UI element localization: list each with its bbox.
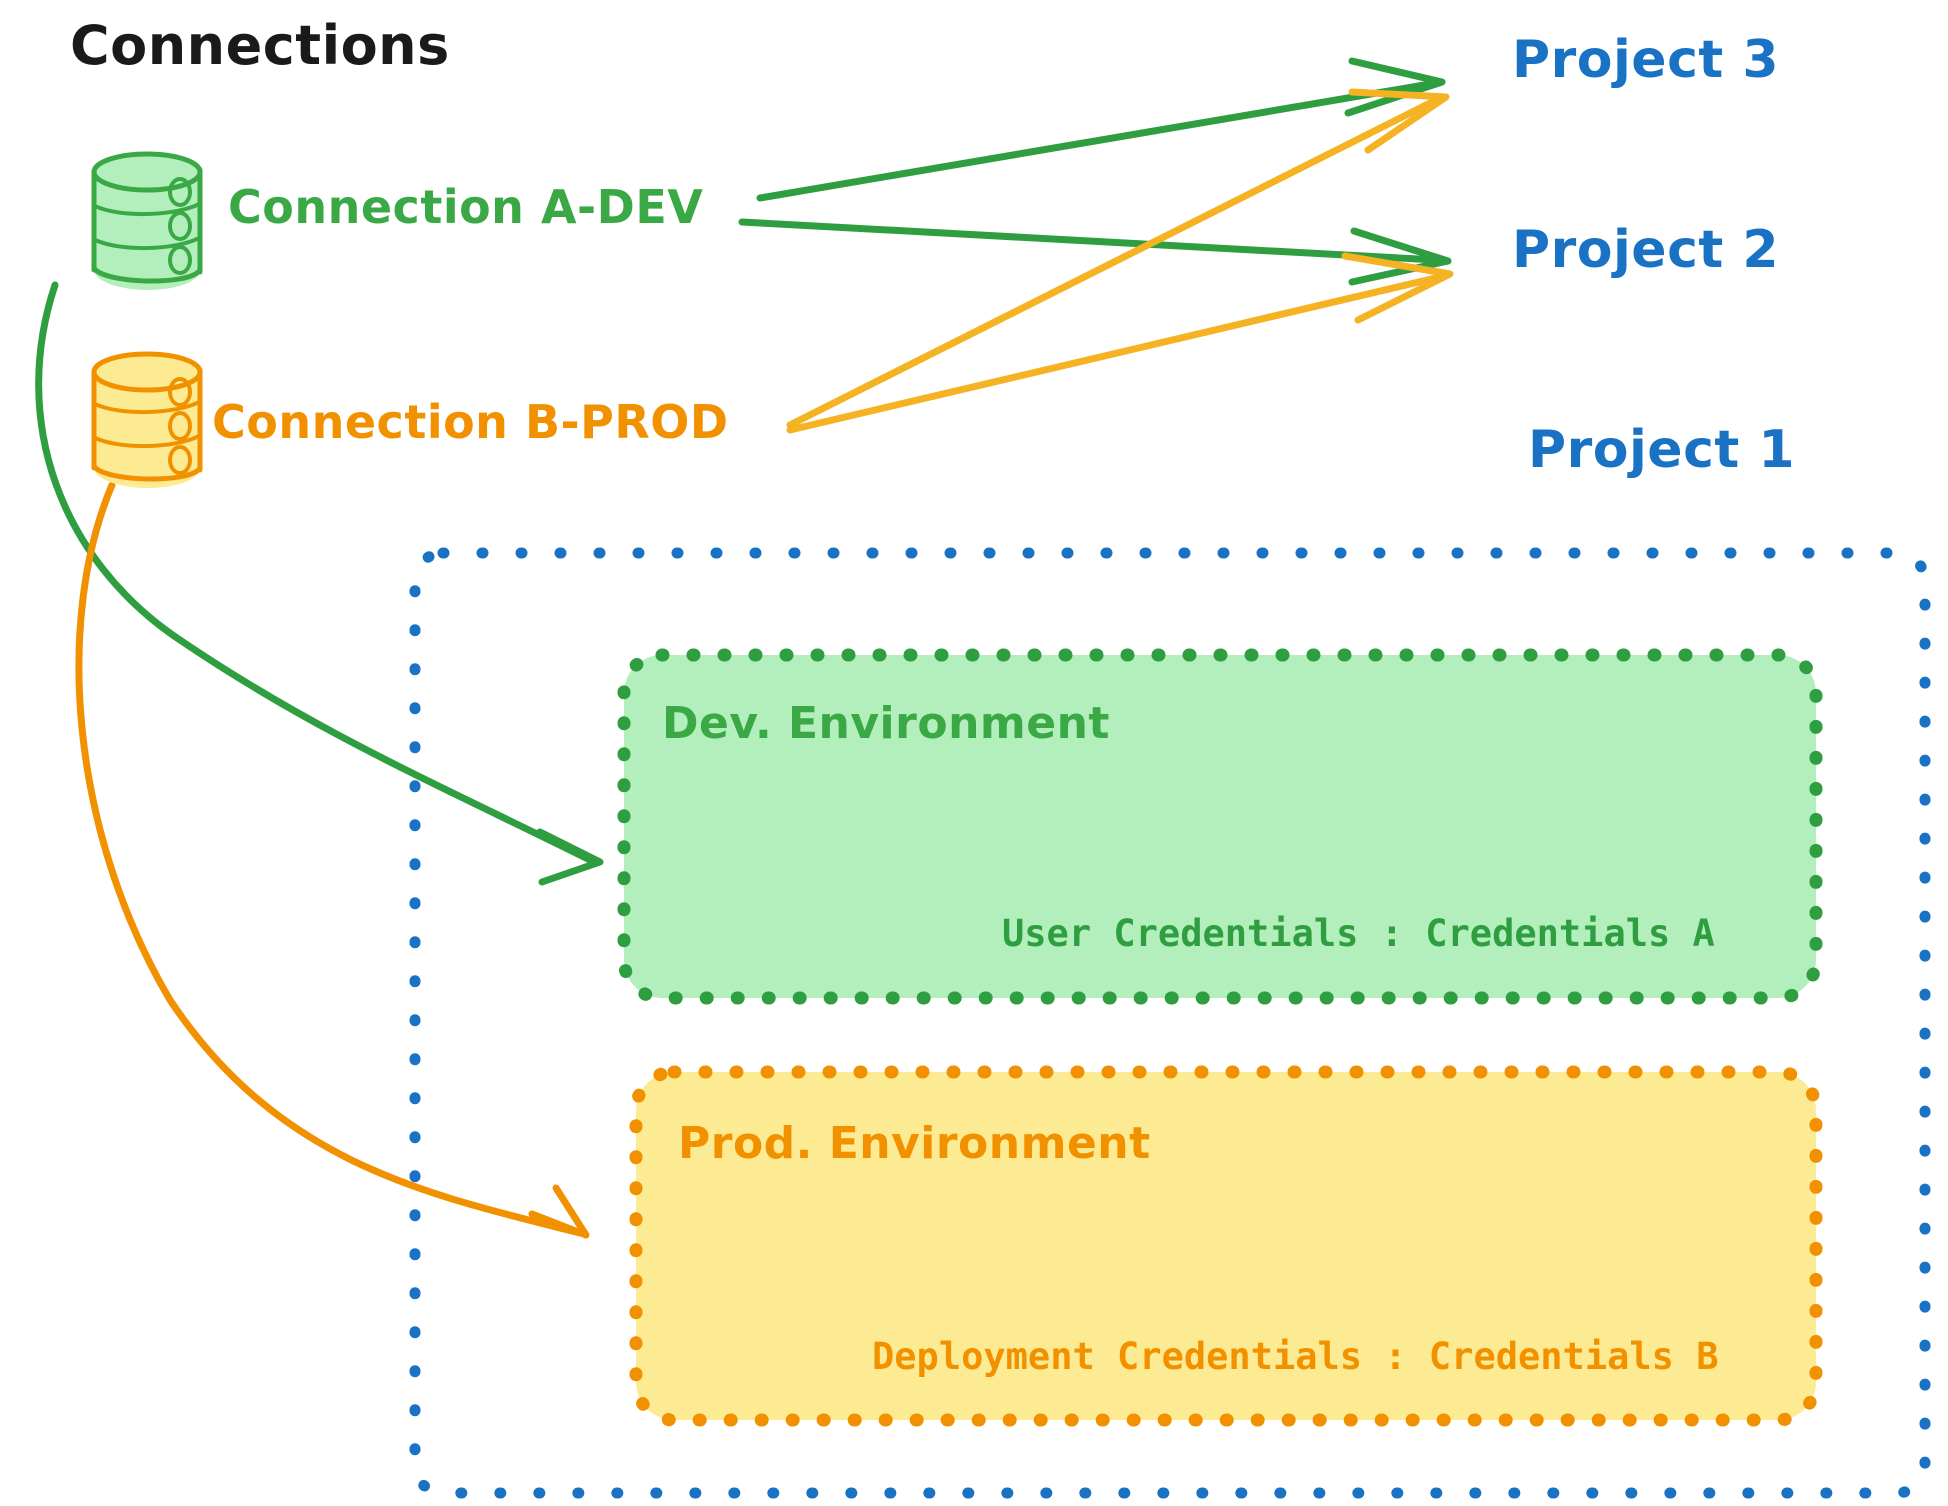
prod-environment-box [629, 1065, 1823, 1427]
dev-environment-title: Dev. Environment [662, 698, 1110, 749]
project-1-container [409, 547, 1931, 1499]
database-icon[interactable] [91, 151, 203, 290]
edge-a-dev-to-project-2 [738, 218, 1452, 286]
page-title: Connections [70, 14, 450, 77]
connection-a-dev-label: Connection A-DEV [228, 180, 704, 234]
connection-b-prod-label: Connection B-PROD [212, 395, 729, 449]
project-2-label[interactable]: Project 2 [1512, 220, 1780, 280]
edge-a-dev-to-project-3 [756, 57, 1446, 202]
prod-environment-credentials: Deployment Credentials : Credentials B [872, 1335, 1719, 1378]
prod-environment-title: Prod. Environment [678, 1118, 1151, 1169]
edge-b-prod-to-project-2 [786, 252, 1454, 434]
dev-environment-box [617, 648, 1823, 1005]
dev-environment-credentials: User Credentials : Credentials A [1002, 912, 1715, 955]
edge-a-dev-to-dev-environment [35, 281, 604, 886]
project-3-label[interactable]: Project 3 [1512, 30, 1780, 90]
project-1-label[interactable]: Project 1 [1528, 420, 1796, 480]
edge-b-prod-to-project-3 [786, 88, 1450, 429]
database-icon[interactable] [91, 351, 203, 488]
edge-b-prod-to-prod-environment [75, 481, 590, 1239]
